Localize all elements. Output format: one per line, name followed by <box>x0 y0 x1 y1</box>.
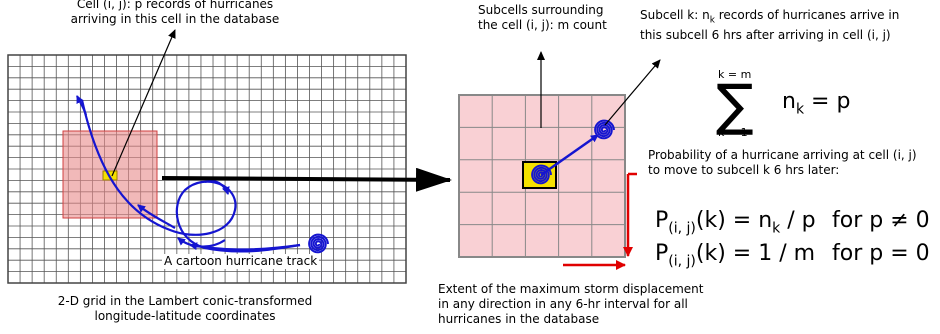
subcell-k-note-line1: Subcell k: nk records of hurricanes arri… <box>640 8 900 26</box>
subcells-note-line1: Subcells surrounding <box>478 3 604 17</box>
sum-lower-limit: k = 1 <box>718 126 748 139</box>
extent-note-line3: hurricanes in the database <box>438 312 600 326</box>
grid-border <box>7 54 407 284</box>
track-label: A cartoon hurricane track <box>162 254 320 269</box>
spiral-path <box>594 119 615 140</box>
cell-note: Cell (i, j): p records of hurricanes arr… <box>70 0 280 27</box>
grid-caption-line1: 2-D grid in the Lambert conic-transforme… <box>57 294 313 308</box>
spiral-path <box>308 233 329 254</box>
probability-equation-2-condition: for p = 0 <box>832 241 930 266</box>
cell-note-line2: arriving in this cell in the database <box>70 12 280 26</box>
transition-arrow <box>161 167 452 192</box>
sum-equation: nk = p <box>782 89 851 118</box>
extent-arrows <box>563 172 637 270</box>
highlight-region <box>62 130 158 219</box>
probability-note-line1: Probability of a hurricane arriving at c… <box>648 148 917 162</box>
probability-note: Probability of a hurricane arriving at c… <box>648 148 917 178</box>
cell-note-pointer <box>111 29 176 177</box>
subcell-k-pointer <box>604 59 661 126</box>
hurricane-spiral-icon <box>531 164 552 185</box>
subcells-note: Subcells surrounding the cell (i, j): m … <box>478 3 607 33</box>
extent-note-line2: in any direction in any 6-hr interval fo… <box>438 297 688 311</box>
probability-equation-2: P(i, j)(k) = 1 / m <box>655 241 816 270</box>
hurricane-spiral-icon <box>308 233 329 254</box>
hurricane-track-left <box>76 95 301 253</box>
sum-symbol: ∑ <box>716 73 754 138</box>
probability-equation-1: P(i, j)(k) = nk / p <box>655 208 816 237</box>
cell-note-line1: Cell (i, j): p records of hurricanes <box>76 0 274 11</box>
sum-upper-limit: k = m <box>718 68 752 81</box>
extent-note-line1: Extent of the maximum storm displacement <box>438 282 704 296</box>
probability-note-line2: to move to subcell k 6 hrs later: <box>648 163 840 177</box>
subcell-k-note-line2: this subcell 6 hrs after arriving in cel… <box>640 28 891 43</box>
subcell-k-note: Subcell k: nk records of hurricanes arri… <box>640 8 899 43</box>
subcells-note-line2: the cell (i, j): m count <box>478 18 607 32</box>
grid-caption: 2-D grid in the Lambert conic-transforme… <box>40 294 330 324</box>
subcell-grid <box>459 95 625 257</box>
hurricane-track-right <box>540 133 599 177</box>
probability-equation-1-condition: for p ≠ 0 <box>832 208 930 233</box>
grid-caption-line2: longitude-latitude coordinates <box>94 309 276 323</box>
spiral-path <box>531 164 552 185</box>
hurricane-spiral-icon <box>594 119 615 140</box>
extent-note: Extent of the maximum storm displacement… <box>438 282 703 327</box>
